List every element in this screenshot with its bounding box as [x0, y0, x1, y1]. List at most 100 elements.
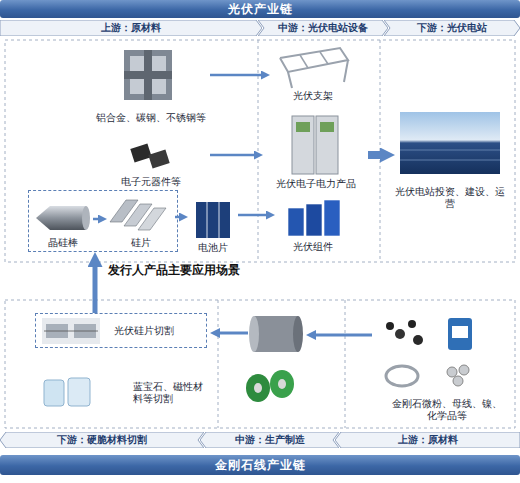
power-station [400, 112, 500, 174]
nickel-bead [459, 365, 469, 375]
stage-header: 下游：光伏电站 [384, 20, 520, 36]
stage-header: 下游：硬脆材料切割 [0, 432, 204, 448]
node-label: 铝合金、碳钢、不锈钢等 [96, 112, 206, 124]
node-label: 下游：硬脆材料切割 [57, 434, 147, 446]
product-item: 电子元器件等 [92, 132, 210, 188]
title-band: 光伏产业链 [0, 0, 520, 18]
diamond-powder [386, 322, 394, 330]
wire-spool [249, 316, 259, 352]
pv-rack [300, 55, 308, 68]
title-band: 金刚石线产业链 [0, 455, 520, 475]
chip-icon [148, 150, 169, 169]
node-label: 中游：光伏电站设备 [278, 22, 368, 34]
solar-cell [207, 202, 208, 238]
column-divider [345, 300, 346, 428]
product-item: 硅片 [107, 195, 175, 249]
sapphire-block [44, 380, 64, 406]
flow-arrow [93, 267, 98, 313]
node-label: 硅片 [131, 237, 151, 249]
flow-arrow [93, 218, 98, 221]
stage-header: 上游：原材料 [0, 20, 262, 36]
header-chevron [0, 20, 262, 36]
power-cabinet [316, 116, 338, 174]
wire-spool [278, 379, 286, 389]
node-label: 上游：原材料 [101, 22, 161, 34]
column-divider [258, 40, 259, 262]
diamond-powder [395, 329, 405, 339]
node-label: 中游：生产制造 [235, 434, 305, 446]
pv-module [306, 204, 322, 236]
node-label: 光伏电站投资、建设、运营 [395, 186, 505, 210]
header-chevron [384, 20, 520, 36]
node-label: 电子元器件等 [121, 176, 181, 188]
node-label: 金刚石微粉、母线、镍、化学品等 [390, 398, 504, 422]
pv-module [324, 200, 340, 236]
flow-arrow [238, 214, 266, 217]
section-frame [5, 300, 515, 428]
crystal-rod [82, 206, 90, 230]
busbar-coil [386, 366, 418, 386]
node-label: 蓝宝石、磁性材料等切割 [133, 381, 207, 405]
pv-rack [288, 72, 292, 88]
wire-spool [246, 374, 270, 402]
node-label: 电池片 [198, 242, 228, 254]
pv-rack [320, 52, 328, 64]
product-item: 光伏电站投资、建设、运营 [395, 105, 505, 210]
product-item: 光伏支架 [270, 42, 355, 102]
sapphire-block [68, 378, 90, 406]
wafer [138, 208, 166, 230]
chip-icon [130, 144, 151, 163]
product-item: 光伏电子电力产品 [263, 112, 368, 190]
aluminium-profile [124, 50, 172, 100]
wire-spool [270, 370, 294, 398]
column-divider [380, 40, 381, 262]
flow-arrow [316, 334, 372, 337]
cutting-machine [44, 331, 98, 332]
power-station [400, 150, 500, 151]
wire-spool [293, 316, 303, 352]
wire-spool [254, 316, 298, 352]
flow-arrow [175, 216, 179, 219]
power-station [400, 160, 500, 161]
solar-cell [196, 202, 230, 238]
node-label: 光伏组件 [293, 241, 333, 253]
header-chevron [258, 20, 388, 36]
application-box: 光伏硅片切割 [35, 313, 207, 348]
pv-rack [344, 60, 348, 82]
flow-arrow [210, 74, 261, 77]
node-label: 光伏硅片切割 [114, 325, 174, 337]
chemical-jug [448, 318, 472, 350]
product-item: 光伏组件 [275, 195, 350, 253]
product-item: 电池片 [188, 198, 238, 254]
stage-header: 中游：光伏电站设备 [258, 20, 388, 36]
product-item: 金刚石微粉、母线、镍、化学品等 [390, 330, 504, 422]
product-item: 晶硅棒 [33, 197, 93, 249]
node-label: 金刚石线产业链 [215, 458, 306, 472]
power-cabinet [296, 122, 310, 132]
nickel-bead [447, 367, 457, 377]
chemical-jug [452, 326, 468, 338]
cutting-machine [42, 318, 100, 344]
crystal-rod [36, 206, 86, 230]
flow-arrow [220, 332, 248, 335]
node-label: 下游：光伏电站 [417, 22, 487, 34]
node-label: 晶硅棒 [48, 237, 78, 249]
pv-module [288, 208, 304, 236]
wire-spool [254, 383, 262, 393]
header-chevron [335, 432, 520, 448]
power-cabinet [320, 122, 334, 132]
diamond-powder [408, 320, 416, 328]
solar-cell [219, 202, 220, 238]
diamond-powder [413, 335, 423, 345]
node-label: 光伏支架 [293, 90, 333, 102]
application-box: 蓝宝石、磁性材料等切割 [35, 372, 207, 414]
power-cabinet [292, 116, 314, 174]
section-frame [5, 40, 515, 262]
node-label: 光伏产业链 [228, 2, 293, 16]
flow-arrow [210, 154, 254, 157]
flow-arrow [368, 151, 380, 159]
header-chevron [200, 432, 339, 448]
product-item: 铝合金、碳钢、不锈钢等 [92, 42, 210, 124]
nickel-bead [453, 376, 463, 386]
edge-label: 发行人产品主要应用场景 [108, 263, 240, 277]
